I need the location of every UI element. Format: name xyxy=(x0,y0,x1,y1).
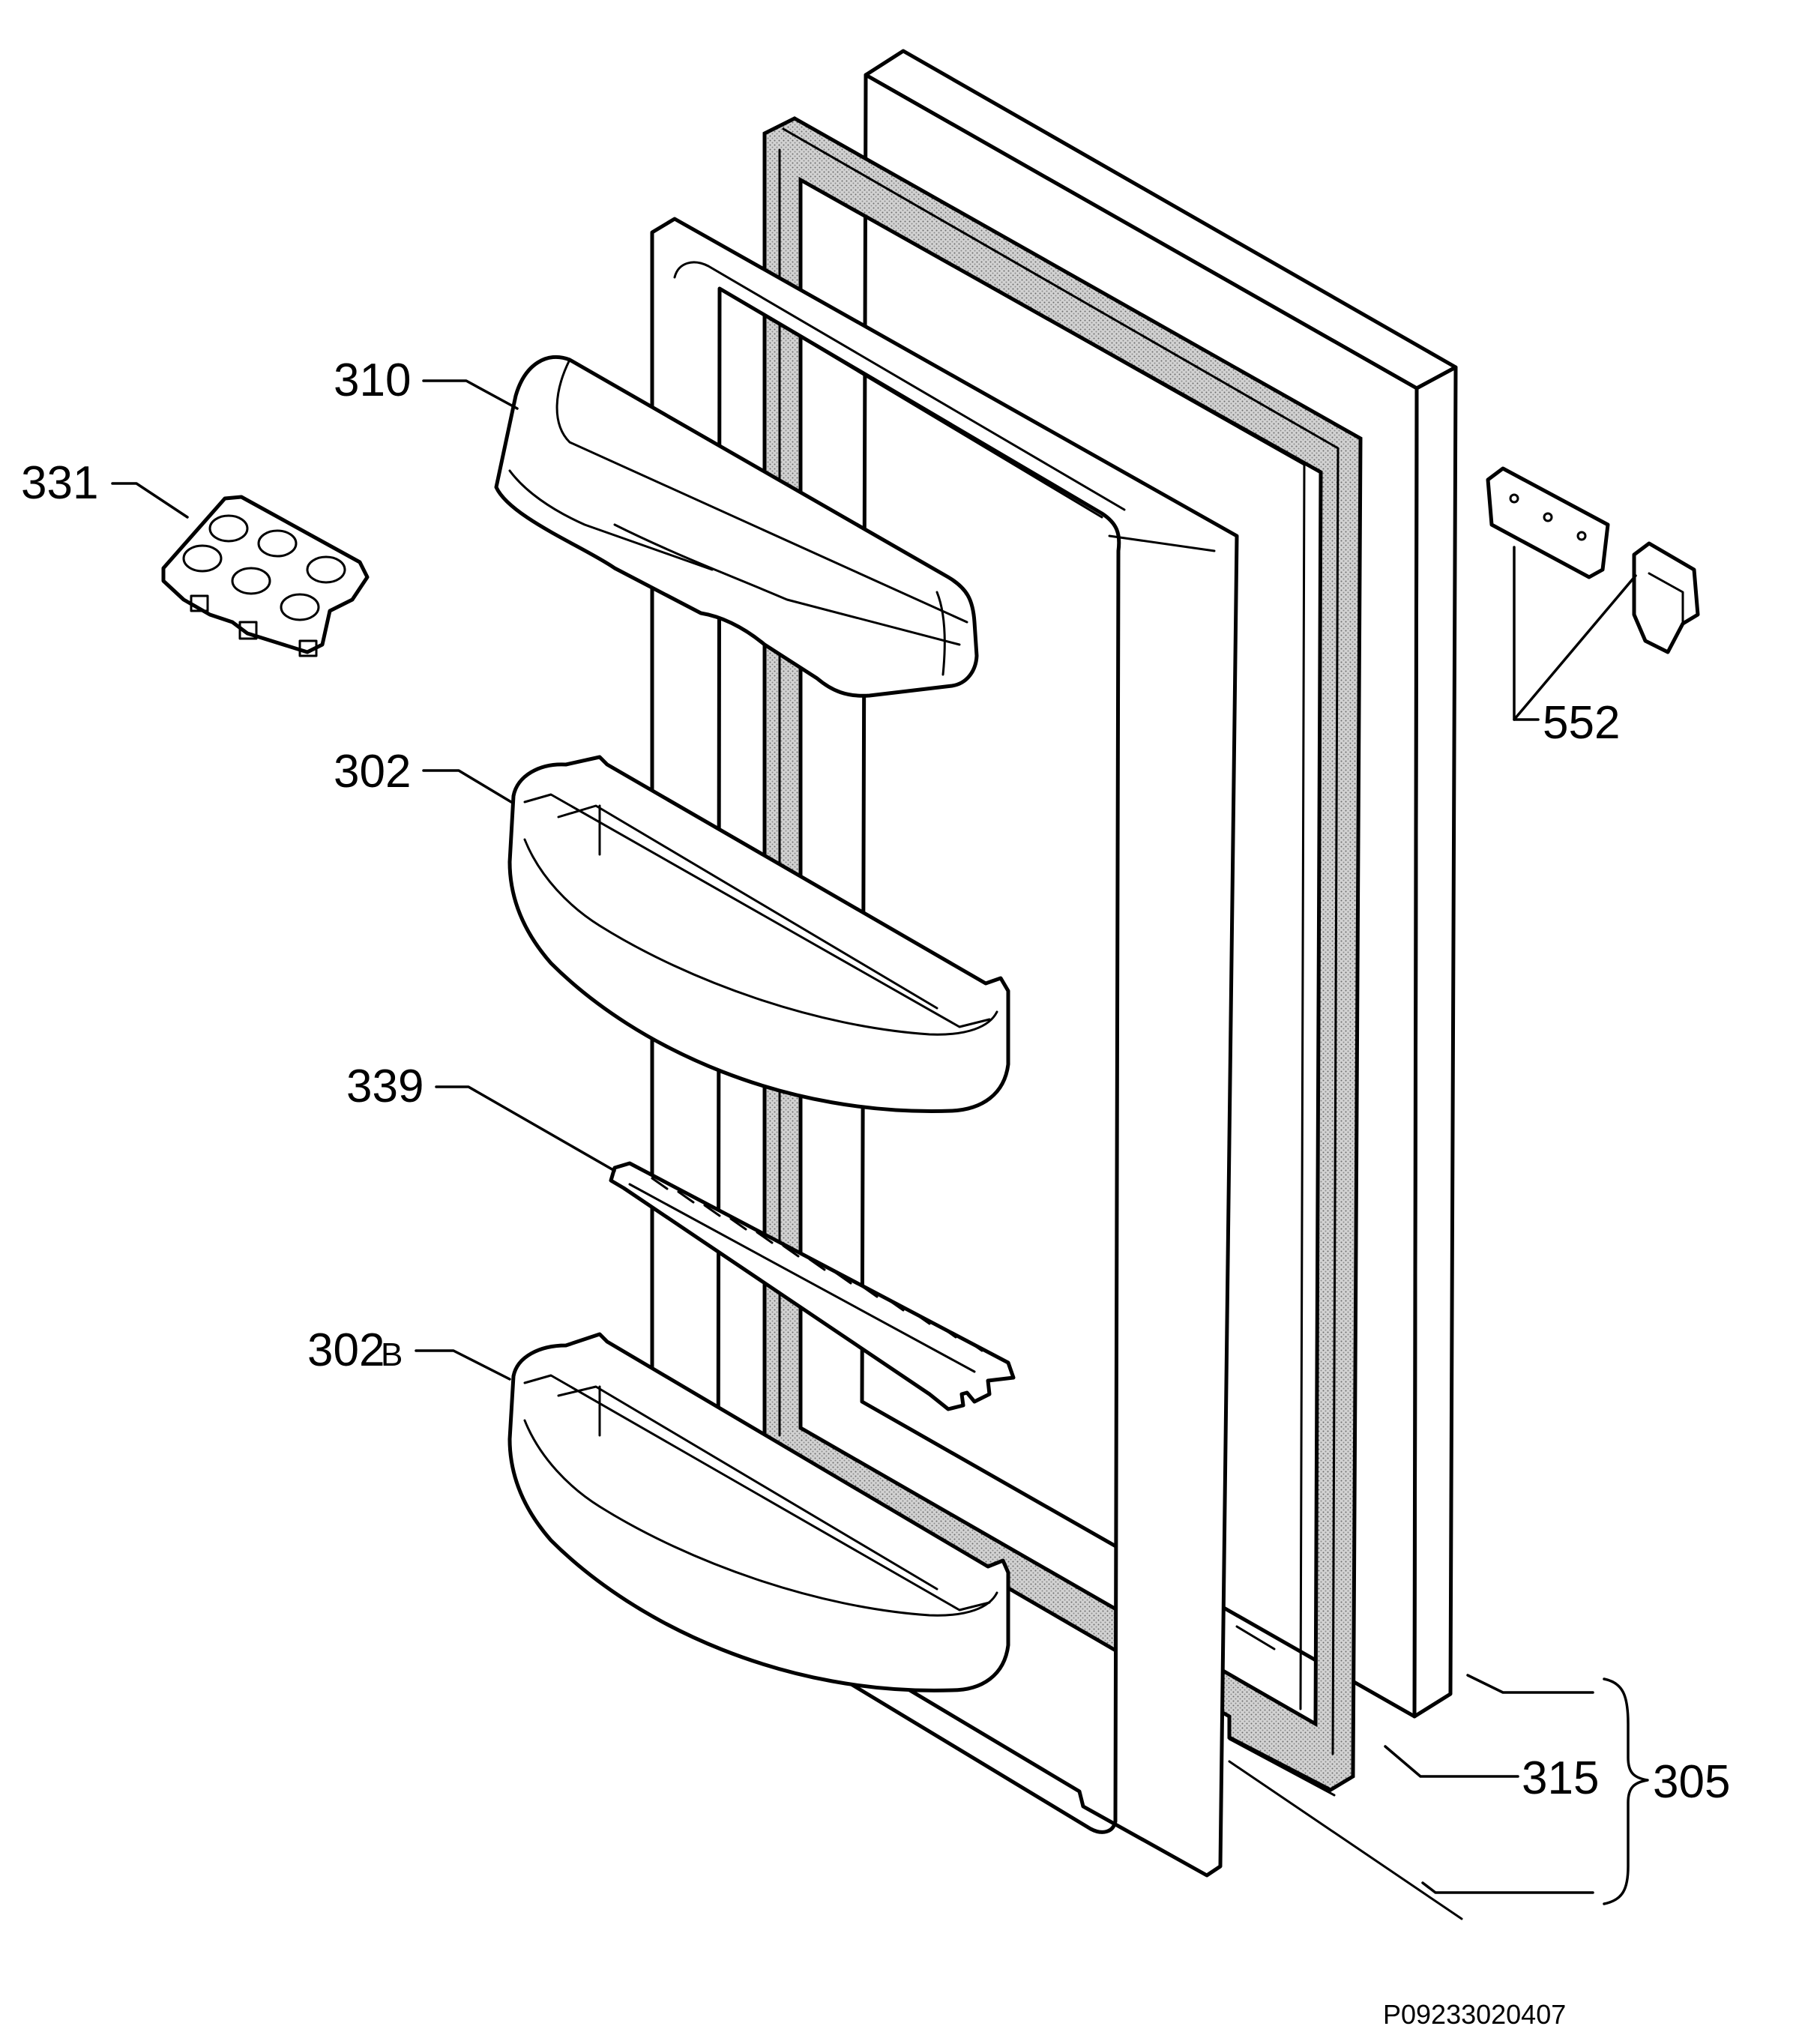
part-552-hinge-brackets xyxy=(1486,466,1700,654)
part-310-dairy-compartment xyxy=(494,355,979,698)
part-302-door-shelf-upper xyxy=(507,755,1010,1113)
callout-labels: 331 310 302 339 302 B 552 315 305 xyxy=(21,355,1730,1808)
callout-302b-suffix: B xyxy=(381,1336,403,1373)
part-331-egg-tray xyxy=(161,495,370,657)
part-302b-door-shelf-lower xyxy=(507,1332,1010,1692)
callout-302b: 302 xyxy=(307,1324,385,1376)
drawing-code: P09233020407 xyxy=(1383,1999,1566,2030)
callout-331: 331 xyxy=(21,457,98,509)
callout-315: 315 xyxy=(1522,1752,1599,1804)
callout-552: 552 xyxy=(1543,697,1620,749)
callout-302: 302 xyxy=(334,746,411,798)
callout-310: 310 xyxy=(334,355,411,406)
leader-lines xyxy=(111,379,1649,1905)
callout-305: 305 xyxy=(1653,1756,1730,1808)
callout-339: 339 xyxy=(346,1061,424,1112)
part-339-bottle-retainer xyxy=(609,1161,1016,1411)
retainer-slots xyxy=(651,1177,983,1352)
